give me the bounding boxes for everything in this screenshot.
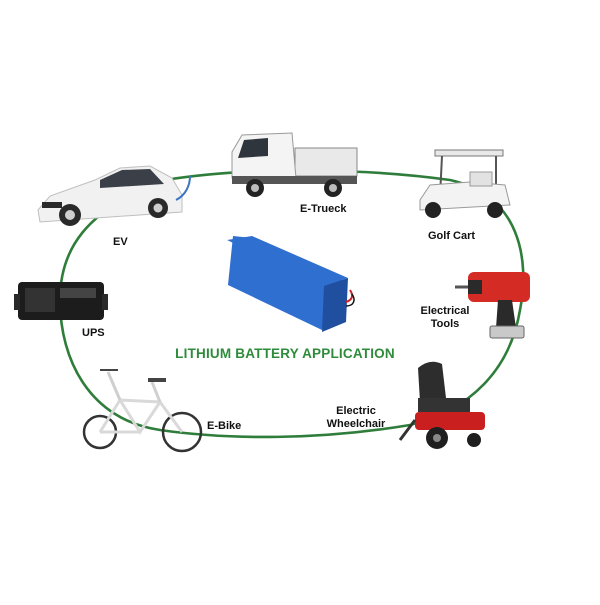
battery-pack-icon <box>227 236 355 332</box>
truck-icon <box>231 132 358 197</box>
ups-icon <box>14 282 108 320</box>
node-label-golf-cart: Golf Cart <box>428 230 476 242</box>
wheelchair-icon <box>398 361 485 449</box>
node-label-e-truck: E-Trueck <box>300 203 347 215</box>
node-label-ev: EV <box>113 236 128 248</box>
diagram-title: LITHIUM BATTERY APPLICATION <box>175 346 395 361</box>
drill-icon <box>455 272 530 339</box>
electric-car-icon <box>37 165 191 226</box>
golf-cart-icon <box>419 149 511 218</box>
node-label-electrical-tools: Electrical Tools <box>420 305 470 330</box>
node-label-electric-wheelchair: Electric Wheelchair <box>326 405 386 430</box>
node-label-ups: UPS <box>82 327 105 339</box>
node-label-e-bike: E-Bike <box>207 420 242 432</box>
bicycle-icon <box>82 369 203 453</box>
